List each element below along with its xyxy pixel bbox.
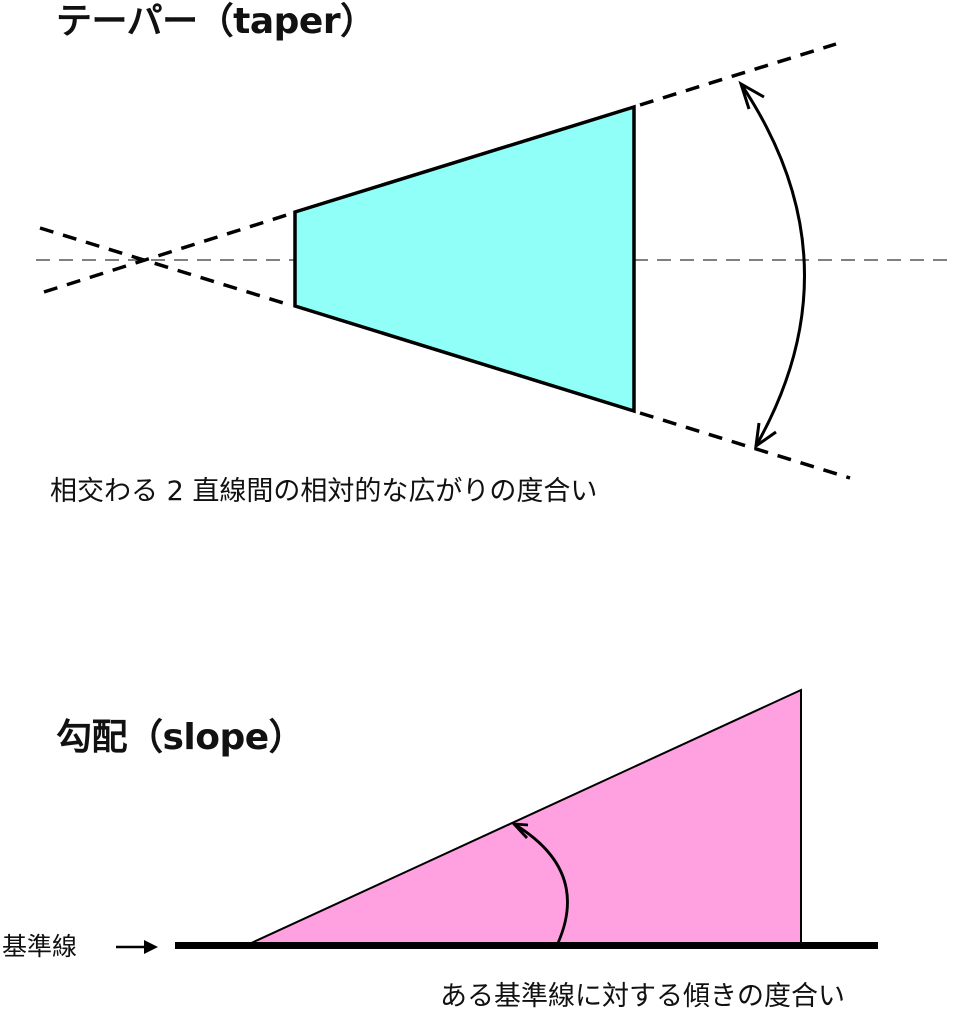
slope-caption: ある基準線に対する傾きの度合い: [440, 981, 845, 1012]
taper-arc-arrowhead-top: [738, 80, 765, 110]
slope-title: 勾配（slope）: [56, 717, 305, 758]
taper-trapezoid: [293, 104, 636, 414]
slope-baseline: [175, 942, 878, 949]
baseline-pointer-arrowhead: [144, 940, 158, 954]
slope-diagram: [116, 688, 878, 954]
slope-arc-arrowhead: [510, 822, 529, 839]
taper-lower-extension-right: [639, 411, 851, 480]
slope-angle-arc: [513, 822, 569, 944]
slope-triangle: [246, 688, 802, 946]
taper-diagram: [36, 42, 955, 480]
taper-caption: 相交わる 2 直線間の相対的な広がりの度合い: [50, 476, 598, 507]
taper-upper-extension-right: [639, 42, 837, 107]
taper-angle-arc: [739, 83, 806, 447]
taper-arc-arrowhead-bottom: [754, 422, 777, 450]
taper-upper-extension-left: [43, 212, 291, 294]
baseline-label: 基準線: [2, 932, 78, 961]
taper-lower-extension-left: [39, 226, 291, 307]
taper-title: テーパー（taper）: [56, 1, 376, 42]
